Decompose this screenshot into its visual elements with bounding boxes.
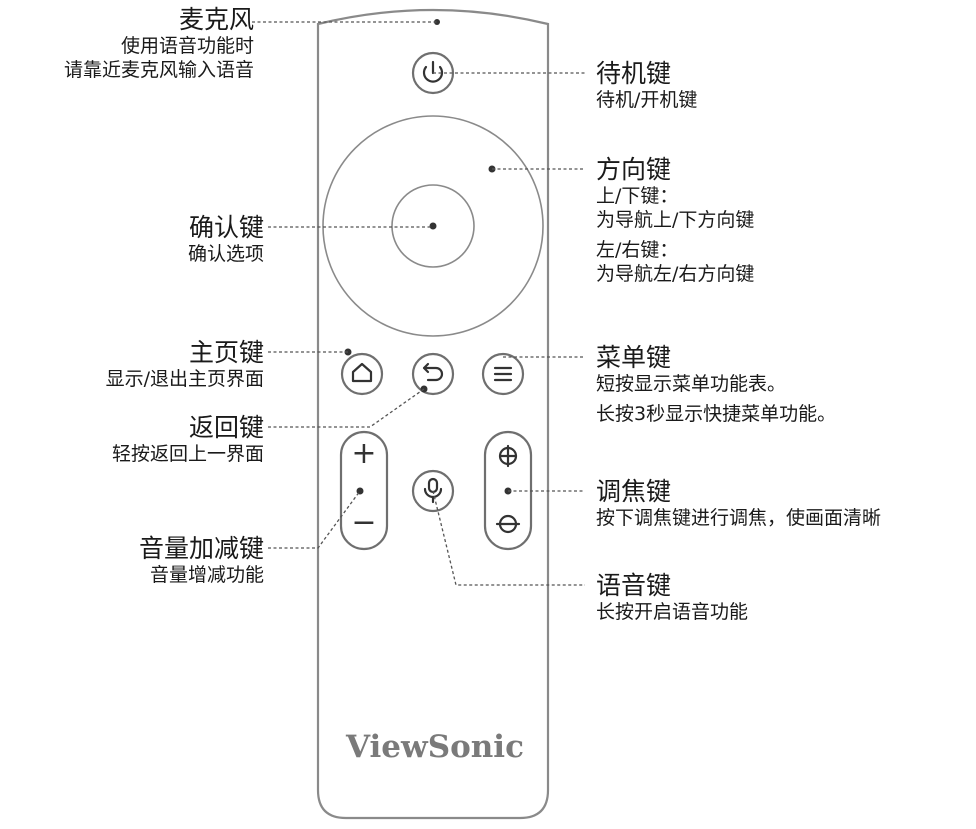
- volume-rocker[interactable]: [339, 430, 389, 551]
- focus-label: 调焦键 按下调焦键进行调焦，使画面清晰: [596, 476, 881, 531]
- voice-label: 语音键 长按开启语音功能: [596, 570, 748, 625]
- back-desc: 轻按返回上一界面: [111, 443, 264, 466]
- mic-title: 麦克风: [178, 5, 254, 34]
- brand-logo: ViewSonic: [345, 729, 524, 765]
- volume-minus-icon: −: [351, 505, 376, 540]
- mic-desc-1: 使用语音功能时: [120, 35, 254, 58]
- mic-desc-2: 请靠近麦克风输入语音: [63, 59, 254, 81]
- focus-title: 调焦键: [596, 477, 672, 506]
- volume-label: 音量加减键 音量增减功能: [139, 533, 264, 588]
- power-icon: [422, 60, 444, 83]
- direction-label: 方向键 上/下键： 为导航上/下方向键 左/右键： 为导航左/右方向键: [596, 154, 754, 286]
- volume-title: 音量加减键: [138, 534, 264, 563]
- back-label: 返回键 轻按返回上一界面: [112, 412, 264, 467]
- volume-leader: [268, 490, 361, 549]
- home-icon: [351, 362, 373, 383]
- direction-desc-4: 为导航左/右方向键: [596, 262, 755, 285]
- confirm-label: 确认键 确认选项: [188, 212, 264, 267]
- volume-desc: 音量增减功能: [149, 564, 264, 587]
- menu-desc-2: 长按3秒显示快捷菜单功能。: [596, 403, 837, 425]
- back-icon: [422, 362, 444, 382]
- menu-title: 菜单键: [596, 343, 672, 372]
- back-leader: [268, 388, 425, 428]
- mic-hole: [434, 19, 440, 25]
- focus-minus-icon: [495, 514, 521, 534]
- menu-desc-1: 短按显示菜单功能表。: [596, 373, 787, 396]
- focus-desc: 按下调焦键进行调焦，使画面清晰: [596, 507, 882, 530]
- mic-label: 麦克风 使用语音功能时 请靠近麦克风输入语音: [64, 4, 254, 83]
- focus-plus-icon: [498, 444, 518, 468]
- standby-title: 待机键: [596, 59, 672, 88]
- menu-label: 菜单键 短按显示菜单功能表。 长按3秒显示快捷菜单功能。: [596, 342, 836, 427]
- home-button[interactable]: [340, 352, 384, 396]
- direction-desc-2: 为导航上/下方向键: [596, 209, 755, 231]
- standby-label: 待机键 待机/开机键: [596, 58, 697, 113]
- menu-button[interactable]: [481, 352, 525, 396]
- back-button[interactable]: [411, 352, 455, 396]
- menu-icon: [493, 366, 513, 382]
- voice-desc: 长按开启语音功能: [596, 601, 749, 624]
- back-dot: [420, 385, 428, 393]
- confirm-title: 确认键: [188, 213, 264, 242]
- home-desc: 显示/退出主页界面: [105, 368, 264, 391]
- confirm-dot: [429, 222, 437, 230]
- direction-desc-3: 左/右键：: [596, 238, 679, 261]
- voice-title: 语音键: [596, 571, 672, 600]
- standby-desc: 待机/开机键: [596, 89, 698, 112]
- confirm-desc: 确认选项: [187, 243, 264, 266]
- voice-leader: [432, 490, 585, 586]
- direction-desc-1: 上/下键：: [596, 185, 679, 208]
- home-label: 主页键 显示/退出主页界面: [106, 337, 264, 392]
- direction-title: 方向键: [596, 155, 672, 184]
- back-title: 返回键: [188, 413, 264, 442]
- home-title: 主页键: [188, 338, 264, 367]
- volume-plus-icon: +: [351, 436, 376, 471]
